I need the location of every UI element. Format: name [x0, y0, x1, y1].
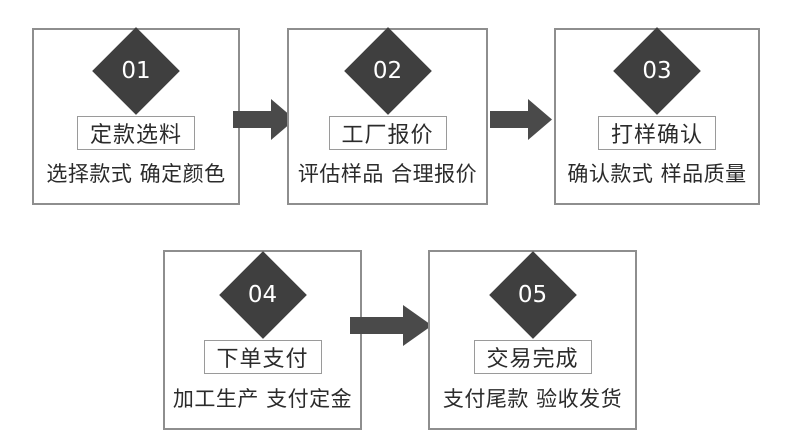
- step-badge-diamond-01: [92, 27, 180, 115]
- step-card-03[interactable]: 03 打样确认 确认款式 样品质量: [554, 27, 760, 205]
- step-card-04[interactable]: 04 下单支付 加工生产 支付定金: [163, 250, 362, 430]
- step-card-02[interactable]: 02 工厂报价 评估样品 合理报价: [287, 27, 488, 205]
- step-description-03: 确认款式 样品质量: [567, 162, 747, 186]
- step-title-chip-02: 工厂报价: [328, 116, 447, 150]
- arrow-01-to-02: [233, 99, 295, 140]
- arrow-04-to-05: [350, 305, 432, 346]
- step-badge-diamond-02: [343, 27, 432, 115]
- step-card-05[interactable]: 05 交易完成 支付尾款 验收发货: [428, 250, 637, 430]
- step-card-01[interactable]: 01 定款选料 选择款式 确定颜色: [32, 27, 240, 205]
- step-description-04: 加工生产 支付定金: [172, 387, 353, 411]
- step-badge-diamond-04: [218, 251, 307, 339]
- step-title-chip-03: 打样确认: [598, 116, 716, 150]
- step-description-02: 评估样品 合理报价: [297, 162, 478, 186]
- step-badge-diamond-03: [613, 27, 701, 115]
- step-title-chip-01: 定款选料: [77, 116, 195, 150]
- step-description-01: 选择款式 确定颜色: [46, 162, 226, 186]
- arrow-02-to-03: [490, 99, 552, 140]
- step-title-chip-05: 交易完成: [473, 340, 592, 374]
- step-title-chip-04: 下单支付: [203, 340, 322, 374]
- step-badge-diamond-05: [488, 251, 577, 339]
- step-description-05: 支付尾款 验收发货: [442, 387, 623, 411]
